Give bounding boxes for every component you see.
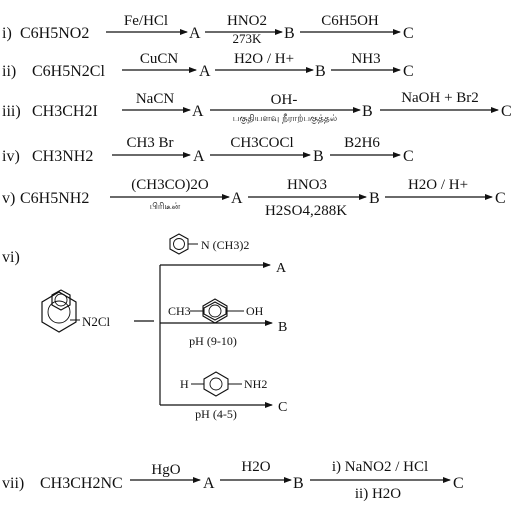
starting-material: C6H5NO2 bbox=[20, 25, 89, 42]
condition-label: pH (9-10) bbox=[189, 334, 237, 348]
product-label: A bbox=[276, 261, 287, 276]
benzene-ring-icon bbox=[202, 298, 228, 324]
product-label: C bbox=[278, 400, 287, 415]
product-label: A bbox=[189, 25, 201, 42]
product-label: C bbox=[403, 25, 414, 42]
product-label: C bbox=[495, 190, 506, 207]
product-label: B bbox=[293, 475, 304, 492]
reagent-label: HNO2 bbox=[227, 13, 267, 29]
substituent-label: OH bbox=[246, 304, 264, 318]
substituent-label: NH2 bbox=[244, 377, 267, 391]
condition-label: 273K bbox=[233, 31, 263, 46]
starting-material: C6H5NH2 bbox=[20, 190, 89, 207]
product-label: C bbox=[403, 148, 414, 165]
reagent-label: NaOH + Br2 bbox=[401, 90, 479, 106]
reagent-label: NaCN bbox=[136, 91, 174, 107]
reaction-vii: vii) CH3CH2NC HgO A H2O B i) NaNO2 / HCl… bbox=[2, 459, 464, 502]
reagent-label: HgO bbox=[151, 462, 180, 478]
reaction-number: i) bbox=[2, 25, 12, 42]
benzene-ring-icon bbox=[41, 291, 77, 333]
reaction-number: vi) bbox=[2, 249, 20, 266]
product-label: B bbox=[362, 103, 373, 120]
product-label: B bbox=[315, 63, 326, 80]
reagent-label: CH3 Br bbox=[126, 135, 173, 151]
reaction-number: iii) bbox=[2, 103, 21, 120]
starting-material: C6H5N2Cl bbox=[32, 63, 105, 80]
reagent-label: CH3COCl bbox=[230, 135, 293, 151]
product-label: A bbox=[231, 190, 243, 207]
benzene-ring-icon bbox=[51, 289, 71, 311]
condition-label: பிரிடீன் bbox=[150, 202, 181, 212]
reaction-iii: iii) CH3CH2I NaCN A OH- பகுதியளவு நீராற்… bbox=[2, 90, 512, 125]
reagent-label: Fe/HCl bbox=[124, 13, 168, 29]
substituent-label: N2Cl bbox=[82, 314, 111, 329]
reagent-label: NH3 bbox=[351, 51, 380, 67]
product-label: B bbox=[284, 25, 295, 42]
substituent-label: H bbox=[180, 377, 189, 391]
starting-material: CH3CH2NC bbox=[40, 475, 123, 492]
substituent-label: CH3 bbox=[168, 304, 191, 318]
reagent-label: H2O / H+ bbox=[408, 177, 468, 193]
product-label: B bbox=[313, 148, 324, 165]
condition-label: ii) H2O bbox=[355, 486, 401, 502]
reagent-label: (CH3CO)2O bbox=[131, 177, 209, 193]
reagent-label: HNO3 bbox=[287, 177, 327, 193]
product-label: C bbox=[403, 63, 414, 80]
product-label: C bbox=[501, 103, 512, 120]
reagent-label: B2H6 bbox=[344, 135, 380, 151]
reaction-number: iv) bbox=[2, 148, 20, 165]
benzene-ring-icon bbox=[203, 371, 229, 397]
product-label: B bbox=[369, 190, 380, 207]
starting-material: CH3CH2I bbox=[32, 103, 98, 120]
reaction-v: v) C6H5NH2 (CH3CO)2O பிரிடீன் A HNO3 H2S… bbox=[2, 177, 506, 219]
product-label: C bbox=[453, 475, 464, 492]
reaction-i: i) C6H5NO2 Fe/HCl A HNO2 273K B C6H5OH C bbox=[2, 13, 414, 46]
product-label: A bbox=[192, 103, 204, 120]
product-label: A bbox=[199, 63, 211, 80]
reaction-number: vii) bbox=[2, 475, 24, 492]
reaction-number: ii) bbox=[2, 63, 16, 80]
reaction-iv: iv) CH3NH2 CH3 Br A CH3COCl B B2H6 C bbox=[2, 135, 414, 165]
reagent-label: C6H5OH bbox=[321, 13, 379, 29]
product-label: B bbox=[278, 320, 287, 335]
reaction-vi: vi) N2Cl N (CH3)2 A CH3 bbox=[2, 233, 287, 421]
reagent-label: H2O / H+ bbox=[234, 51, 294, 67]
condition-label: H2SO4,288K bbox=[265, 203, 347, 219]
reagent-label: H2O bbox=[241, 459, 270, 475]
condition-label: pH (4-5) bbox=[195, 407, 237, 421]
product-label: A bbox=[203, 475, 215, 492]
condition-label: பகுதியளவு நீராற்பகுத்தல் bbox=[233, 114, 337, 125]
reagent-label: CuCN bbox=[140, 51, 179, 67]
starting-material: CH3NH2 bbox=[32, 148, 93, 165]
reaction-number: v) bbox=[2, 190, 15, 207]
reaction-ii: ii) C6H5N2Cl CuCN A H2O / H+ B NH3 C bbox=[2, 51, 414, 80]
reagent-label: i) NaNO2 / HCl bbox=[332, 459, 428, 475]
substituent-label: N (CH3)2 bbox=[201, 238, 249, 252]
reagent-label: OH- bbox=[271, 92, 298, 108]
product-label: A bbox=[193, 148, 205, 165]
benzene-ring-icon bbox=[169, 233, 189, 255]
